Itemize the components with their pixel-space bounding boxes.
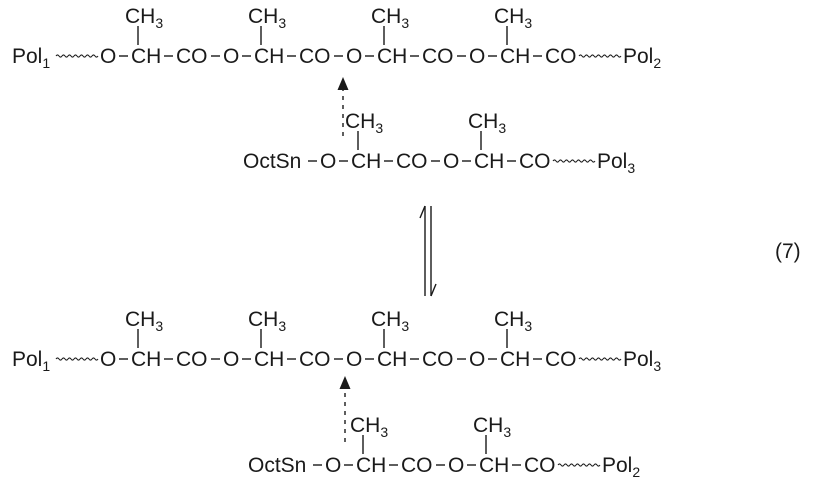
atom-o: O bbox=[223, 45, 239, 68]
atom-ch: CH bbox=[351, 150, 381, 173]
right-end-group: Pol3 bbox=[597, 150, 635, 176]
atom-o: O bbox=[469, 348, 485, 371]
wavy-bond-left bbox=[55, 54, 99, 58]
atom-ch: CH bbox=[131, 348, 161, 371]
atom-ch: CH bbox=[479, 454, 509, 477]
wavy-bond-right bbox=[578, 54, 622, 58]
atom-co: CO bbox=[176, 348, 208, 371]
atom-ch: CH bbox=[377, 45, 407, 68]
methyl-group: CH3 bbox=[371, 308, 409, 334]
right-end-group: Pol2 bbox=[623, 45, 661, 71]
left-end-group: Pol1 bbox=[12, 45, 50, 71]
atom-o: O bbox=[223, 348, 239, 371]
equilibrium-up-barb bbox=[419, 205, 426, 219]
methyl-group: CH3 bbox=[248, 308, 286, 334]
methyl-group: CH3 bbox=[350, 414, 388, 440]
atom-o: O bbox=[346, 348, 362, 371]
methyl-group: CH3 bbox=[468, 110, 506, 136]
atom-ch: CH bbox=[500, 348, 530, 371]
attack-arrow-bottom-head bbox=[339, 376, 351, 389]
atom-co: CO bbox=[299, 348, 331, 371]
atom-ch: CH bbox=[500, 45, 530, 68]
atom-co: CO bbox=[545, 348, 577, 371]
right-end-group: Pol3 bbox=[623, 348, 661, 374]
atom-o: O bbox=[448, 454, 464, 477]
attack-arrow-top-head bbox=[337, 77, 349, 90]
atom-o: O bbox=[320, 150, 336, 173]
atom-co: CO bbox=[396, 150, 428, 173]
atom-ch: CH bbox=[377, 348, 407, 371]
atom-o: O bbox=[346, 45, 362, 68]
right-end-group: Pol2 bbox=[602, 454, 640, 480]
methyl-group: CH3 bbox=[248, 5, 286, 31]
equation-number: (7) bbox=[775, 240, 801, 263]
left-end-group: OctSn bbox=[243, 150, 301, 173]
left-end-group: OctSn bbox=[248, 454, 306, 477]
atom-ch: CH bbox=[254, 348, 284, 371]
atom-o: O bbox=[100, 348, 116, 371]
atom-co: CO bbox=[545, 45, 577, 68]
methyl-group: CH3 bbox=[125, 5, 163, 31]
atom-o: O bbox=[469, 45, 485, 68]
atom-co: CO bbox=[176, 45, 208, 68]
atom-co: CO bbox=[299, 45, 331, 68]
atom-ch: CH bbox=[131, 45, 161, 68]
atom-ch: CH bbox=[356, 454, 386, 477]
methyl-group: CH3 bbox=[125, 308, 163, 334]
atom-ch: CH bbox=[474, 150, 504, 173]
atom-co: CO bbox=[422, 348, 454, 371]
methyl-group: CH3 bbox=[345, 110, 383, 136]
left-end-group: Pol1 bbox=[12, 348, 50, 374]
attack-arrow-top bbox=[337, 77, 349, 136]
wavy-bond-right bbox=[557, 463, 601, 467]
atom-o: O bbox=[100, 45, 116, 68]
wavy-bond-right bbox=[578, 357, 622, 361]
methyl-group: CH3 bbox=[494, 308, 532, 334]
methyl-group: CH3 bbox=[494, 5, 532, 31]
equilibrium-arrows bbox=[419, 205, 437, 297]
atom-o: O bbox=[443, 150, 459, 173]
atom-ch: CH bbox=[254, 45, 284, 68]
atom-co: CO bbox=[401, 454, 433, 477]
wavy-bond-right bbox=[552, 159, 596, 163]
atom-co: CO bbox=[524, 454, 556, 477]
atom-co: CO bbox=[519, 150, 551, 173]
atom-co: CO bbox=[422, 45, 454, 68]
methyl-group: CH3 bbox=[473, 414, 511, 440]
wavy-bond-left bbox=[55, 357, 99, 361]
atom-o: O bbox=[325, 454, 341, 477]
equilibrium-down-barb bbox=[430, 283, 437, 297]
attack-arrow-bottom bbox=[339, 376, 351, 442]
methyl-group: CH3 bbox=[371, 5, 409, 31]
